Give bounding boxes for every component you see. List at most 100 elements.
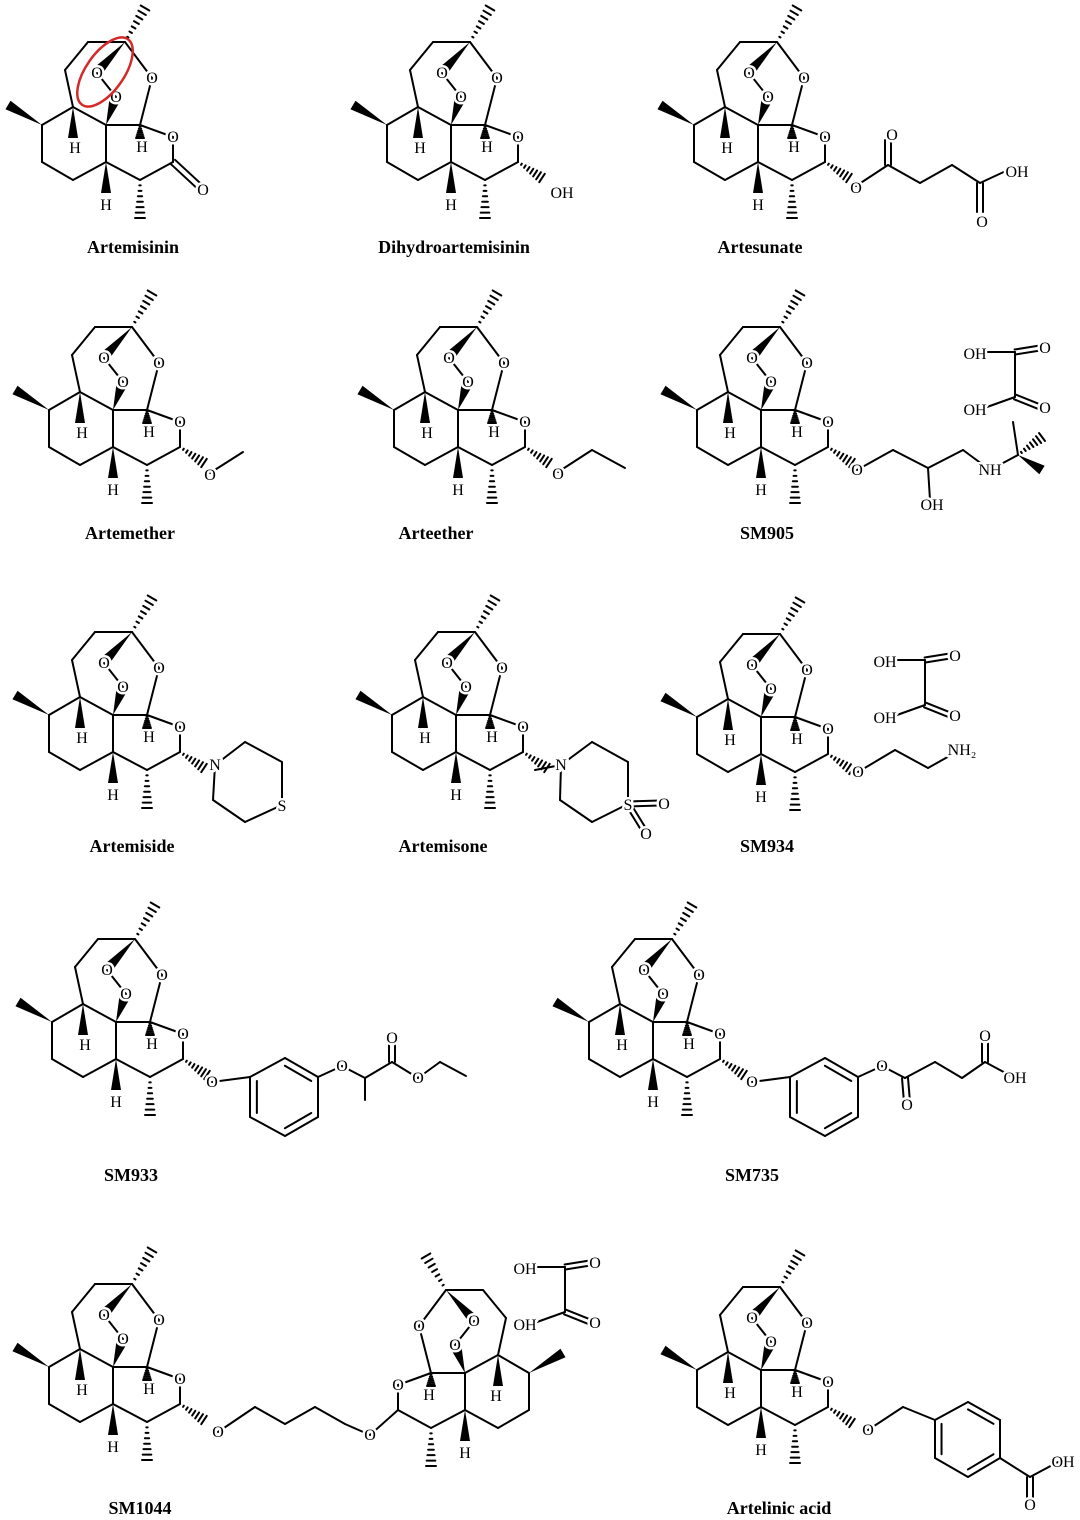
wedge-bond [12, 385, 50, 410]
hashed-bond [789, 9, 799, 17]
atom-label: H [143, 1381, 155, 1398]
bond [696, 1406, 729, 1426]
atom-label: O [746, 1074, 758, 1091]
bond [693, 161, 726, 181]
hashed-bond [142, 917, 150, 923]
wedge-bond [648, 1059, 658, 1090]
hashed-bond [482, 610, 490, 616]
hashed-bond [142, 1256, 151, 1263]
bond [439, 1061, 467, 1077]
hashed-bond [434, 1273, 441, 1278]
bond [794, 753, 829, 773]
bond [441, 72, 462, 98]
bond [414, 659, 424, 698]
atom-label: O [746, 657, 758, 674]
hashed-bond [135, 1272, 140, 1277]
bond [41, 161, 74, 181]
atom-label: O [117, 679, 129, 696]
wedge-bond [440, 42, 470, 74]
atom-label: O [413, 1318, 425, 1335]
atom-label: O [98, 1307, 110, 1324]
wedge-bond [756, 754, 766, 785]
bond [961, 1061, 986, 1079]
bond [48, 696, 81, 716]
bond [115, 1058, 151, 1078]
atom-label: O [462, 374, 474, 391]
atom-label: O [204, 467, 216, 484]
bond [284, 1406, 316, 1425]
hashed-bond [441, 1283, 445, 1287]
bond [497, 1409, 530, 1429]
hashed-bond [781, 1280, 785, 1284]
atom-label: H [423, 1387, 435, 1404]
compound-name-sm934: SM934 [740, 836, 794, 856]
wedge-bond [102, 632, 132, 664]
bond [1029, 1461, 1059, 1478]
hashed-bond [139, 305, 147, 311]
hashed-bond [182, 447, 185, 451]
bond [489, 667, 503, 716]
wedge-bond [113, 690, 126, 715]
bond [169, 163, 199, 191]
bond [82, 1003, 117, 1023]
bond [284, 1057, 319, 1078]
hashed-bond [482, 310, 489, 315]
bond [934, 1061, 963, 1079]
bond [217, 1406, 256, 1433]
wedge-bond [446, 162, 456, 193]
wedge-bond [418, 697, 428, 728]
bond [489, 714, 524, 728]
bond [643, 969, 664, 995]
hashed-bond [722, 1059, 725, 1063]
bond [824, 1057, 859, 1078]
atom-label: O [765, 1334, 777, 1351]
atom-label: O [693, 967, 705, 984]
hashed-bond [794, 1249, 806, 1257]
bond [557, 449, 593, 473]
hashed-bond [185, 754, 189, 759]
atom-label: H [136, 139, 148, 156]
atom-label: OH [873, 654, 897, 671]
hashed-bond [529, 167, 535, 175]
atom-label: O [412, 1070, 424, 1087]
atom-label: O [174, 414, 186, 431]
hashed-bond [778, 35, 782, 39]
compound-name-artesunate: Artesunate [718, 237, 803, 257]
hashed-bond [478, 620, 483, 625]
hashed-bond [139, 610, 147, 616]
atom-label: O [153, 355, 165, 372]
atom-label: H [79, 1037, 91, 1054]
bond [794, 1406, 829, 1426]
bond [611, 966, 621, 1005]
hashed-bond [473, 30, 478, 35]
hashed-bond [842, 1414, 849, 1423]
atom-label: H [683, 1036, 695, 1053]
atom-label: H [724, 732, 736, 749]
bond [559, 799, 593, 823]
bond [611, 938, 636, 968]
bond [72, 106, 107, 126]
compound-name-artemisone: Artemisone [399, 836, 488, 856]
bond [249, 1057, 286, 1078]
atom-label: O [468, 1313, 480, 1330]
wedge-bond [761, 385, 774, 410]
wedge-bond [723, 1352, 733, 1383]
bond [416, 326, 441, 356]
hashed-bond [200, 762, 208, 774]
hashed-bond [790, 606, 799, 613]
hashed-bond [675, 927, 680, 932]
bond [591, 741, 629, 763]
atom-label: H [419, 730, 431, 747]
bond [927, 749, 961, 769]
compound-name-artemether: Artemether [85, 523, 175, 543]
atom-label: H [724, 1385, 736, 1402]
bond [966, 1408, 995, 1425]
hashed-bond [136, 932, 140, 936]
hashed-bond [484, 4, 496, 12]
bond [79, 696, 114, 716]
hashed-bond [794, 289, 806, 297]
wedge-bond [723, 392, 733, 423]
atom-label: O [101, 962, 113, 979]
bond [894, 749, 929, 769]
